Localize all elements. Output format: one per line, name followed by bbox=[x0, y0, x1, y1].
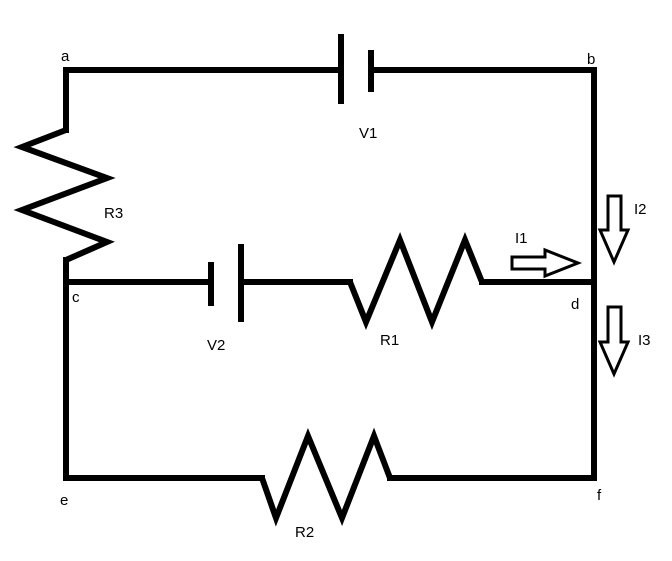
resistor-r1 bbox=[347, 231, 485, 331]
node-label-b: b bbox=[587, 51, 595, 68]
label-v2: V2 bbox=[207, 337, 225, 354]
label-r1: R1 bbox=[380, 332, 399, 349]
node-label-c: c bbox=[72, 289, 80, 306]
current-i3-arrow bbox=[597, 305, 631, 378]
label-r3: R3 bbox=[104, 205, 123, 222]
resistor-r3 bbox=[13, 127, 116, 263]
current-i2-arrow bbox=[597, 194, 631, 266]
label-r2: R2 bbox=[295, 524, 314, 541]
node-label-a: a bbox=[61, 48, 70, 65]
label-i2: I2 bbox=[634, 201, 647, 218]
node-label-d: d bbox=[571, 296, 579, 313]
node-label-f: f bbox=[597, 487, 602, 504]
label-i3: I3 bbox=[638, 332, 651, 349]
node-label-e: e bbox=[60, 492, 68, 509]
resistor-r2 bbox=[259, 427, 393, 527]
label-i1: I1 bbox=[515, 230, 528, 247]
current-i1-arrow bbox=[510, 247, 583, 279]
label-v1: V1 bbox=[359, 125, 377, 142]
